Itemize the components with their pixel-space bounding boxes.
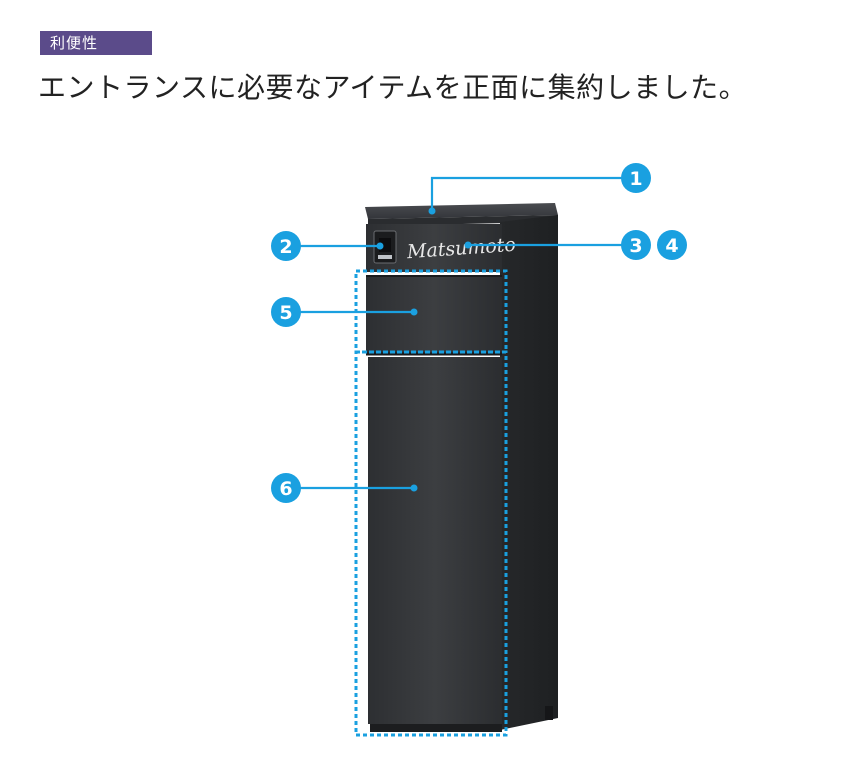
headline: エントランスに必要なアイテムを正面に集約しました。	[38, 71, 748, 104]
leader-1	[430, 176, 622, 211]
leader-dot-34	[464, 241, 472, 249]
callout-1: 1	[621, 163, 651, 193]
leader-dot-5	[410, 308, 418, 316]
leader-dot-1	[428, 207, 436, 215]
callout-6: 6	[271, 473, 301, 503]
side-panel	[500, 215, 558, 730]
svg-text:1: 1	[629, 168, 642, 190]
callout-5: 5	[271, 297, 301, 327]
svg-text:4: 4	[665, 235, 678, 257]
category-tag: 利便性	[40, 31, 152, 55]
leader-lines	[300, 176, 622, 490]
mailbox-panel	[366, 276, 502, 354]
leader-dots	[376, 207, 472, 492]
unit-foot	[545, 706, 553, 720]
top-cap-front	[368, 215, 558, 226]
unit-base	[370, 724, 502, 732]
svg-text:5: 5	[279, 302, 292, 324]
entrance-unit: Matsumoto	[365, 203, 558, 732]
intercom-grille	[378, 255, 392, 259]
svg-text:6: 6	[279, 478, 292, 500]
leader-dot-2	[376, 242, 384, 250]
svg-text:3: 3	[629, 235, 642, 257]
callout-2: 2	[271, 231, 301, 261]
top-cap	[365, 203, 558, 219]
leader-dot-6	[410, 484, 418, 492]
delivery-box-door	[368, 357, 502, 724]
callout-3: 3	[621, 230, 651, 260]
callout-4: 4	[657, 230, 687, 260]
svg-text:2: 2	[279, 236, 292, 258]
